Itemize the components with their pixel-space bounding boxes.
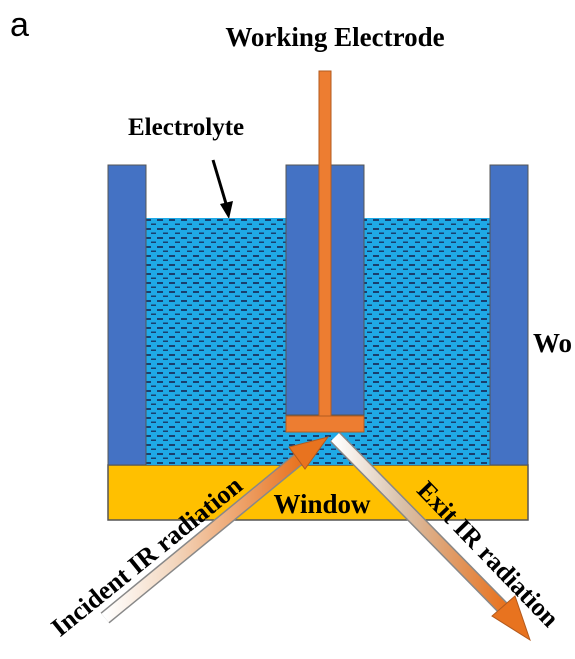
electrolyte-pointer-arrow [211, 159, 233, 219]
working-electrode-label: Working Electrode [225, 22, 444, 52]
right-cell-wall [489, 164, 529, 466]
left-cell-wall [107, 164, 147, 466]
working-electrode [285, 70, 365, 433]
window-bar [107, 464, 529, 521]
exit-ir-arrow [330, 432, 531, 642]
panel-letter: a [10, 6, 29, 44]
incident-ir-arrow [100, 436, 330, 624]
window-label: Window [273, 489, 371, 519]
right-cut-label: Wo [533, 328, 572, 358]
electrolyte-label: Electrolyte [128, 114, 244, 141]
